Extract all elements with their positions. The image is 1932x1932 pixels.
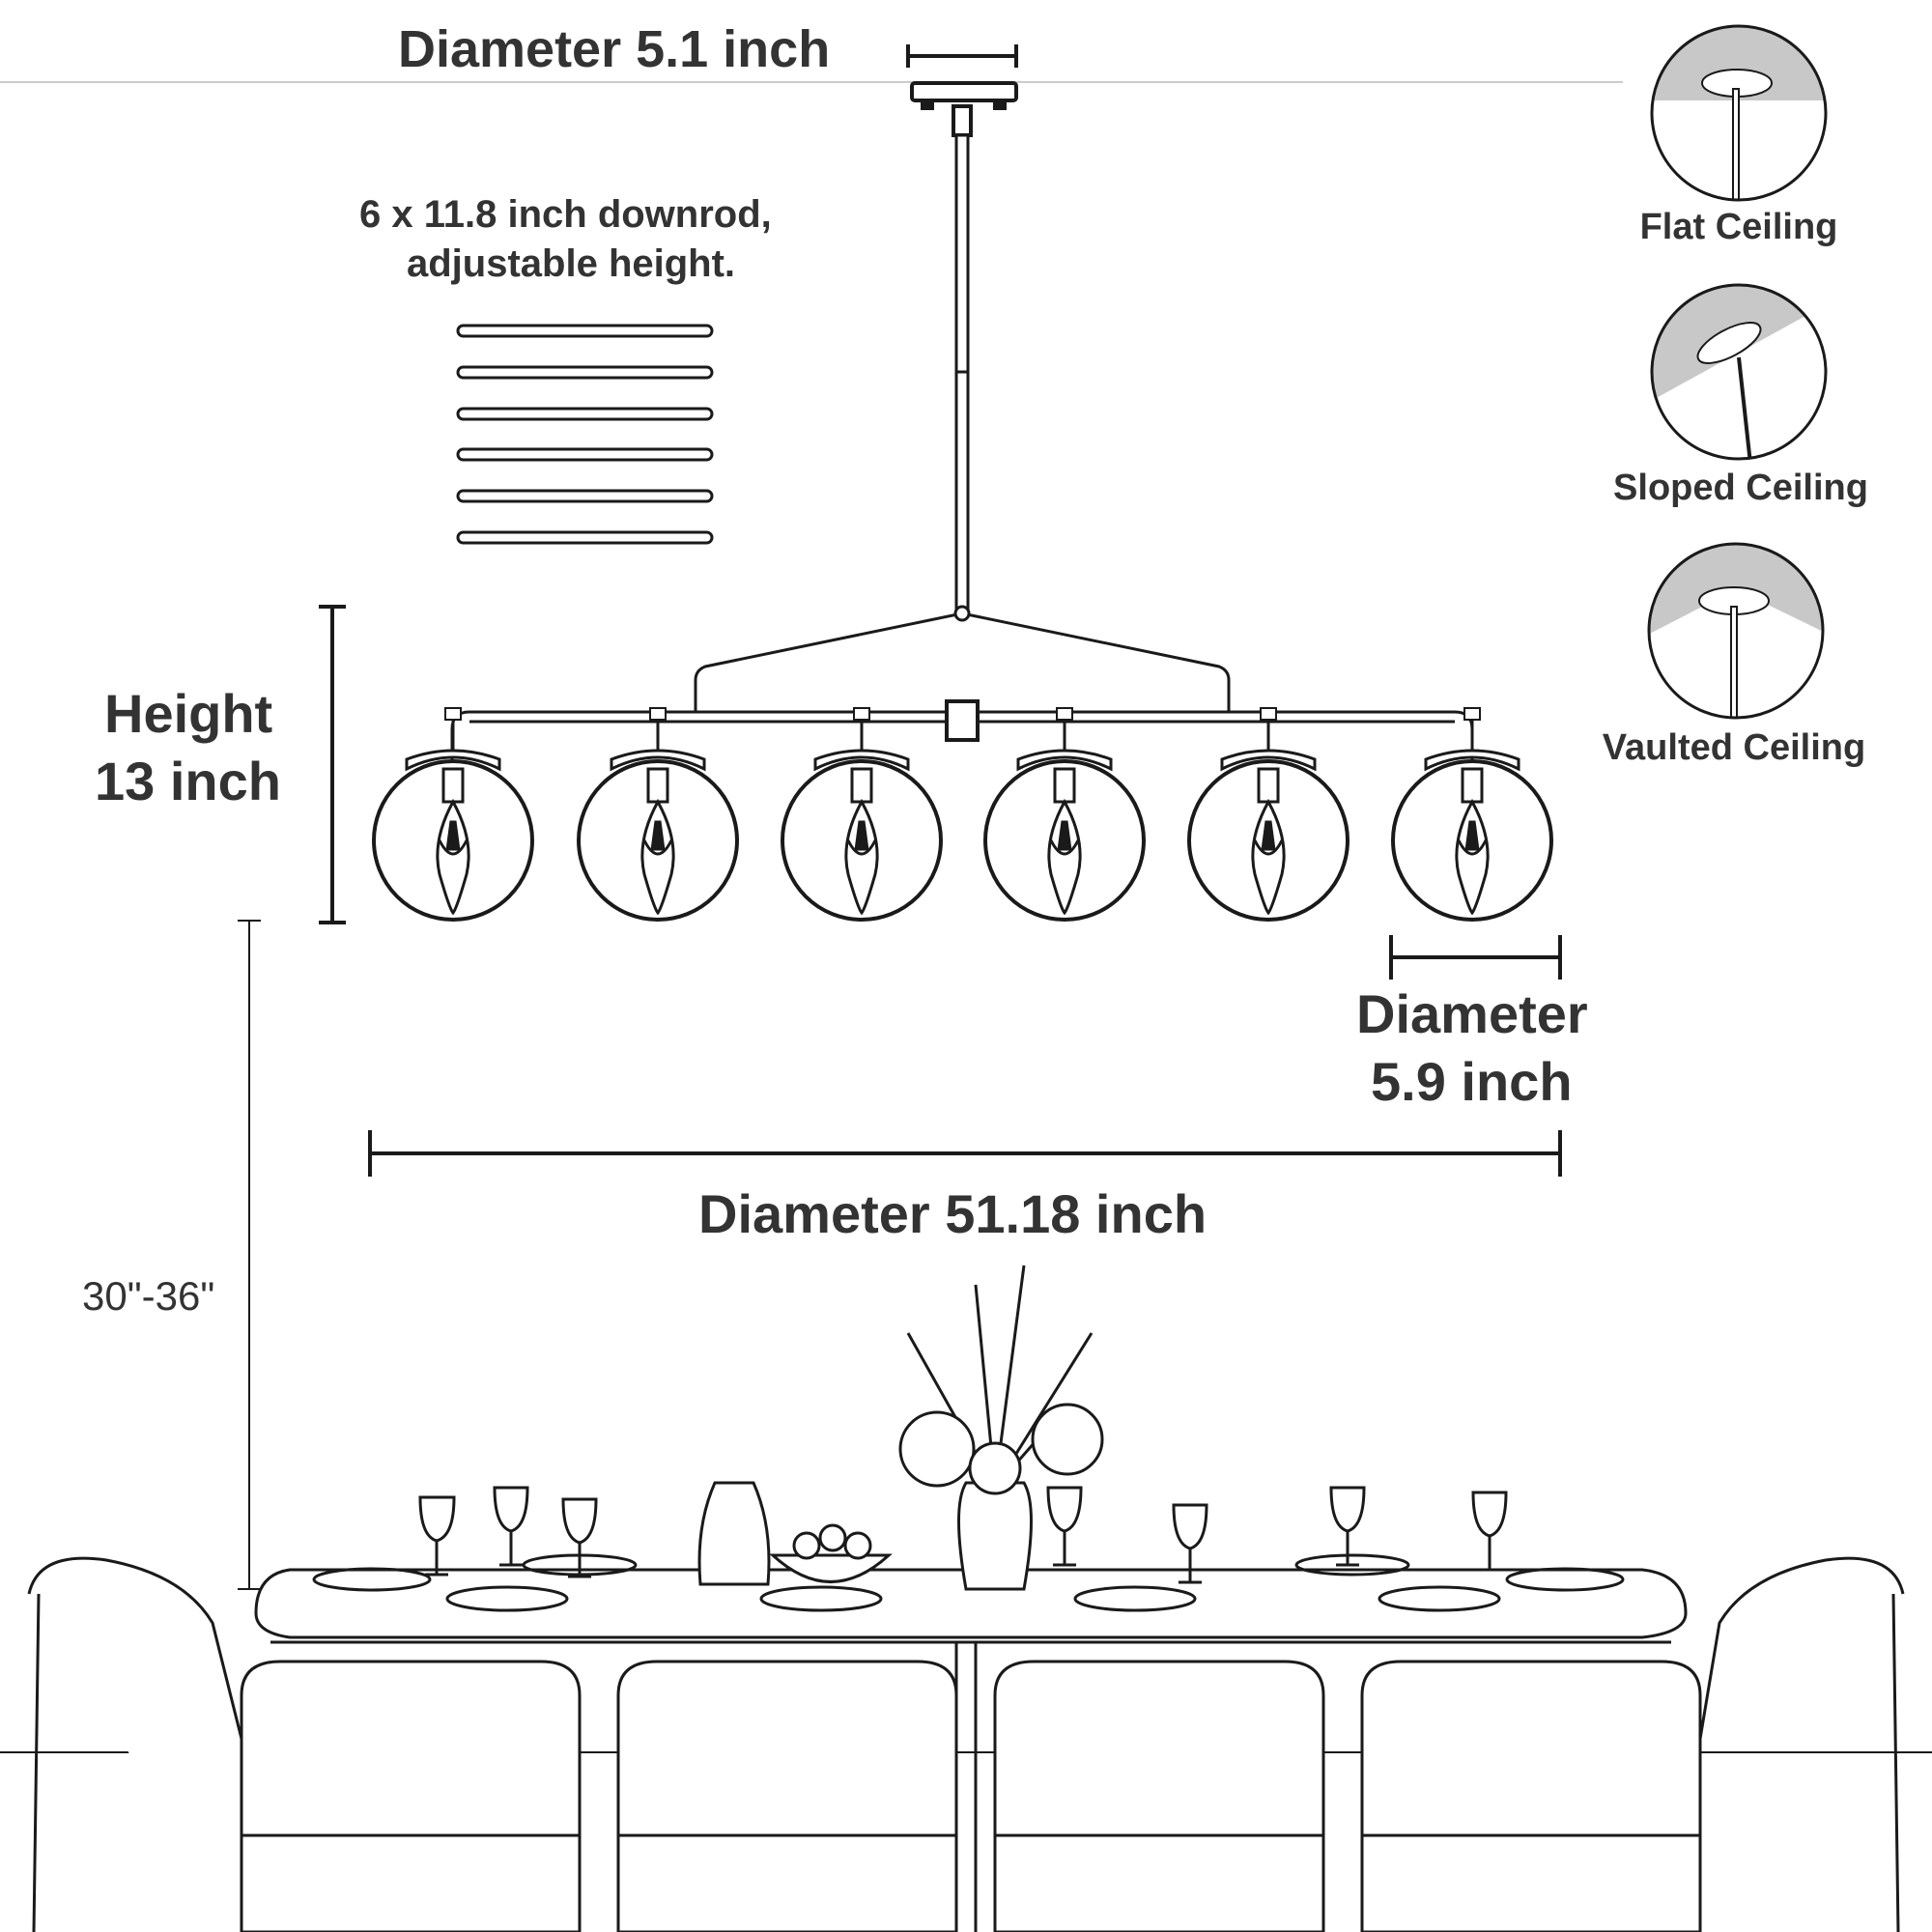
downrod [954,133,970,615]
downrod-note-line1: 6 x 11.8 inch downrod, [359,193,772,236]
globe-light [372,707,534,922]
sloped-ceiling-icon [1650,283,1828,461]
canopy-diameter-marker [906,44,1018,68]
horizontal-bar [450,699,1474,763]
globe-diameter-label-line2: 5.9 inch [1371,1051,1573,1112]
globe-light [1391,707,1553,922]
support-arms [694,605,1231,713]
canopy [910,81,1018,137]
height-label-line2: 13 inch [95,751,281,811]
globe-lights [372,707,1553,922]
globe-light [577,707,739,922]
downrod-pieces [456,324,714,545]
globe-light [983,707,1146,922]
flower-vase [898,1264,1104,1591]
chairs [27,1556,1905,1932]
overall-diameter-marker [368,1130,1562,1177]
globe-diameter-label-line1: Diameter [1356,983,1588,1044]
clearance-marker [238,920,261,1590]
flat-ceiling-label: Flat Ceiling [1639,207,1838,247]
wine-glasses [418,1486,1508,1584]
canopy-diameter-label: Diameter 5.1 inch [398,20,831,78]
height-label-line1: Height [104,683,273,744]
height-marker [319,605,346,924]
overall-diameter-label: Diameter 51.18 inch [698,1183,1208,1244]
flat-ceiling-icon [1650,24,1828,202]
dining-table-scene [0,1264,1932,1932]
hanging-clearance-label: 30"-36" [82,1273,215,1319]
downrod-note-line2: adjustable height. [407,242,736,285]
sloped-ceiling-label: Sloped Ceiling [1613,468,1868,508]
vaulted-ceiling-icon [1647,542,1825,720]
globe-diameter-marker [1389,935,1562,980]
globe-light [781,707,943,922]
vaulted-ceiling-label: Vaulted Ceiling [1602,727,1866,768]
globe-light [1187,707,1350,922]
